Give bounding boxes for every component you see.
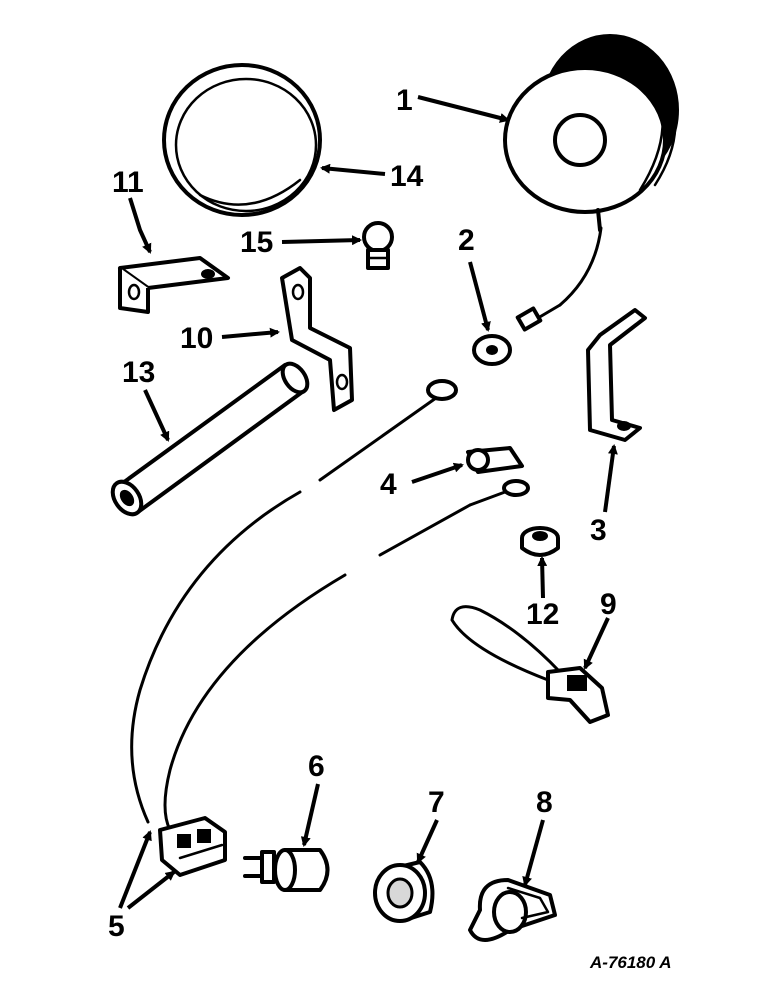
callout-14: 14	[390, 160, 424, 193]
callout-10: 10	[180, 322, 213, 355]
wire-harness	[130, 379, 530, 832]
callout-3: 3	[590, 514, 607, 547]
grommet-part	[520, 526, 560, 557]
lamp-housing-part	[503, 34, 679, 332]
callout-5: 5	[108, 910, 125, 943]
lamp-lens-part	[162, 63, 322, 217]
ring-part	[373, 860, 435, 923]
callout-13: 13	[122, 356, 155, 389]
callout-11: 11	[112, 166, 144, 199]
callout-12: 12	[526, 598, 559, 631]
callout-8: 8	[536, 786, 553, 819]
side-bracket-part	[586, 308, 647, 442]
clamp-part	[468, 878, 557, 942]
reference-code: A-76180 A	[589, 953, 672, 972]
callout-15: 15	[240, 226, 273, 259]
bulb-part	[362, 221, 394, 270]
callout-9: 9	[600, 588, 617, 621]
tube-part	[110, 361, 310, 517]
ground-strap-part	[450, 605, 610, 724]
terminal-part	[466, 446, 524, 474]
washer-part	[472, 334, 512, 366]
mounting-bracket-part	[280, 266, 354, 412]
connector-part	[158, 816, 227, 877]
callout-7: 7	[428, 786, 445, 819]
callout-2: 2	[458, 224, 475, 257]
callout-6: 6	[308, 750, 325, 783]
plug-part	[243, 848, 330, 892]
callout-1: 1	[396, 84, 413, 117]
small-bracket-part	[118, 256, 230, 314]
leader-arrows	[118, 95, 618, 910]
callout-4: 4	[380, 468, 397, 501]
